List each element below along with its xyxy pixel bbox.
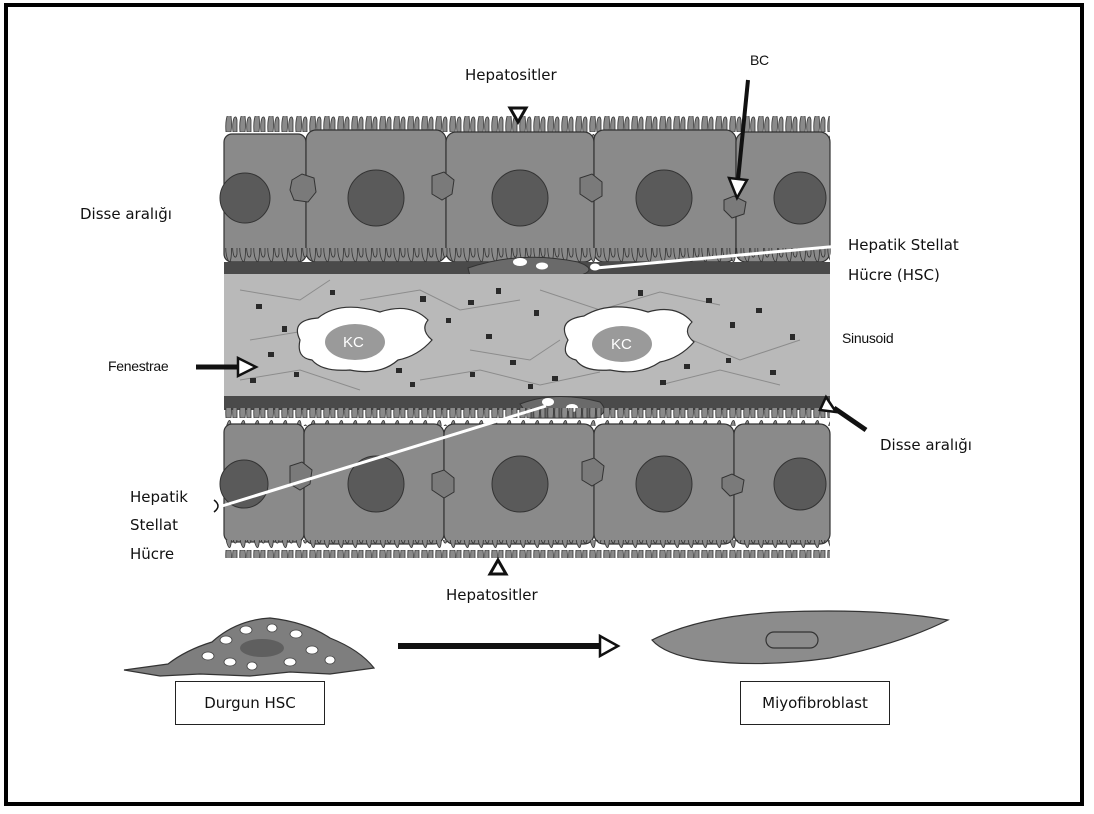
label-hsc-top-line2: Hücre (HSC): [848, 266, 940, 284]
label-hepatocytes-bottom: Hepatositler: [446, 586, 538, 604]
label-disse-right: Disse aralığı: [880, 436, 972, 454]
label-bc: BC: [750, 52, 769, 68]
myofibroblast-body: [652, 611, 948, 664]
nucleus: [636, 170, 692, 226]
disse-right-arrow-shaft: [834, 408, 866, 430]
nucleus: [774, 172, 826, 224]
nucleus: [492, 456, 548, 512]
nucleus: [636, 456, 692, 512]
label-hsc-bottom-line2: Stellat: [130, 516, 178, 534]
quiescent-hsc-box: Durgun HSC: [175, 681, 325, 725]
sinusoid-lumen: [224, 274, 830, 396]
hsc-bottom-bracket: [214, 500, 218, 512]
lipid-droplet: [542, 398, 554, 406]
nucleus: [220, 173, 270, 223]
label-fenestrae: Fenestrae: [108, 358, 168, 374]
label-disse-left: Disse aralığı: [80, 205, 172, 223]
lipid-droplet: [513, 258, 527, 266]
label-hepatocytes-top: Hepatositler: [465, 66, 557, 84]
hepatocytes-bottom-arrowhead: [490, 560, 506, 574]
label-kc-left: KC: [343, 334, 364, 351]
label-kc-right: KC: [611, 336, 632, 353]
nucleus: [492, 170, 548, 226]
label-sinusoid: Sinusoid: [842, 330, 893, 346]
label-hsc-bottom-line1: Hepatik: [130, 488, 188, 506]
bottom-microvilli: [224, 540, 830, 558]
lipid-droplet: [536, 263, 548, 270]
activation-arrowhead: [600, 636, 618, 656]
quiescent-hsc-cell: [124, 618, 374, 676]
myofibroblast-box: Miyofibroblast: [740, 681, 890, 725]
bottom-hepatocyte-row: [220, 408, 830, 558]
nucleus: [774, 458, 826, 510]
nucleus: [348, 170, 404, 226]
myofibroblast-cell: [652, 611, 948, 664]
label-hsc-bottom-line3: Hücre: [130, 545, 174, 563]
quiescent-hsc-nucleus: [240, 639, 284, 657]
label-hsc-top-line1: Hepatik Stellat: [848, 236, 959, 254]
nucleus: [220, 460, 268, 508]
